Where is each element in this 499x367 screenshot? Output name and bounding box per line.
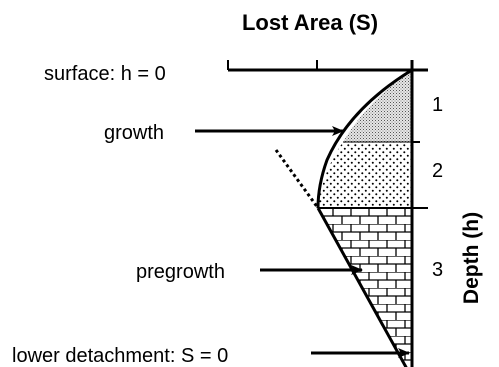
dotted-extension — [276, 150, 318, 208]
surface-label: surface: h = 0 — [44, 63, 166, 85]
zone-2-number: 2 — [432, 160, 443, 182]
lower-detachment-label: lower detachment: S = 0 — [12, 345, 228, 367]
growth-label: growth — [104, 122, 164, 144]
diagram-title: Lost Area (S) — [242, 10, 378, 35]
zone-1-number: 1 — [432, 94, 443, 116]
zone-3-number: 3 — [432, 259, 443, 281]
pregrowth-label: pregrowth — [136, 261, 225, 283]
depth-axis-label: Depth (h) — [460, 212, 483, 304]
zone-1-fill — [343, 70, 412, 142]
